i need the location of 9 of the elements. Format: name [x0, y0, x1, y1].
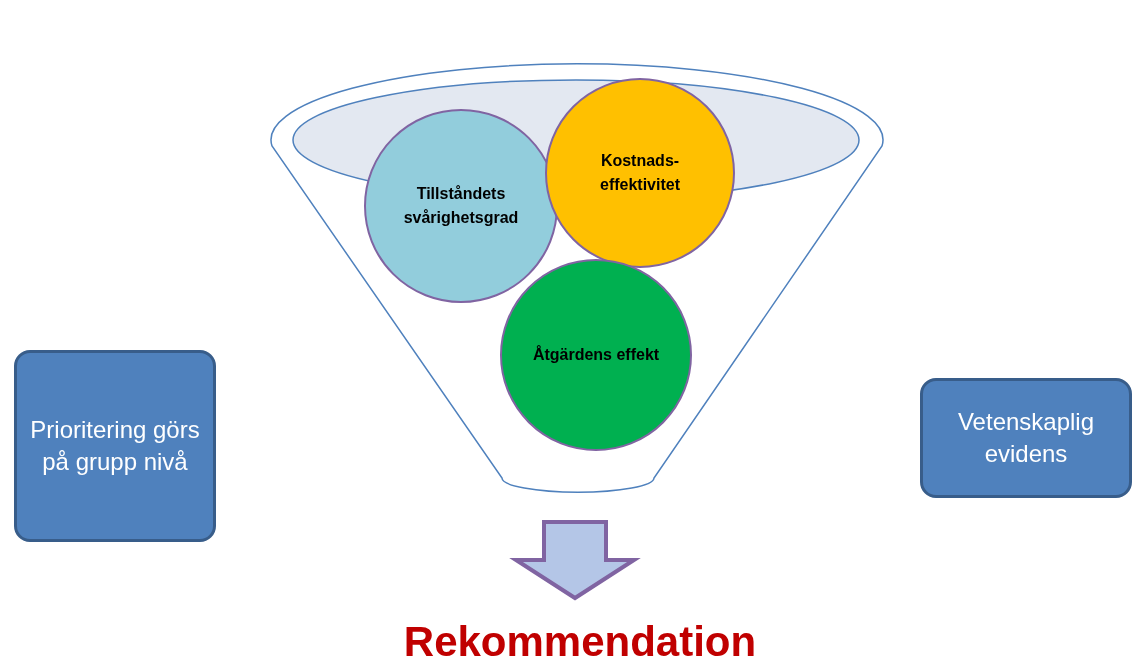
- circle-label: Tillståndets svårighetsgrad: [402, 184, 520, 228]
- box-text: Vetenskaplig evidens: [956, 407, 1096, 469]
- box-text: Prioritering görs på grupp nivå: [29, 415, 201, 477]
- rounded-box: [14, 350, 216, 542]
- circle-label: Kostnads- effektivitet: [599, 151, 681, 195]
- circle-label: Åtgärdens effekt: [531, 344, 661, 365]
- result-heading: Rekommendation: [403, 621, 757, 663]
- rounded-box: [920, 378, 1132, 498]
- block-arrow: [509, 520, 641, 601]
